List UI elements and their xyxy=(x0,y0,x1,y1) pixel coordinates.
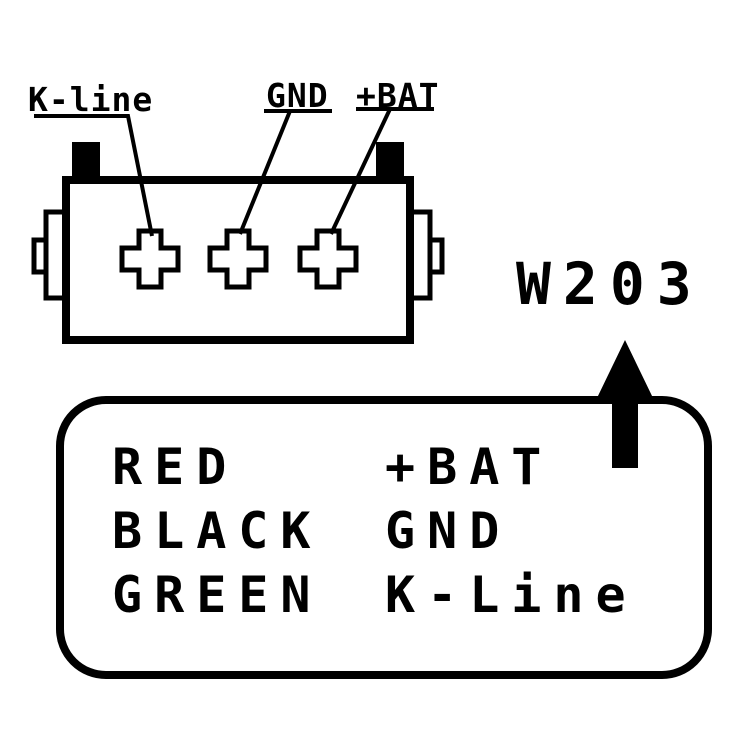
model-label: W203 xyxy=(516,250,704,318)
cross-pin-icon-2 xyxy=(207,228,269,290)
legend-signal: GND xyxy=(385,502,512,560)
legend-row-red: RED +BAT xyxy=(0,438,750,500)
pin-label-bat: +BAT xyxy=(356,76,440,115)
legend-wire-color: RED xyxy=(112,438,239,496)
leader-line-bat xyxy=(329,108,392,235)
pin-label-k-line: K-line xyxy=(28,80,154,119)
legend-signal: +BAT xyxy=(385,438,554,496)
legend-row-black: BLACK GND xyxy=(0,502,750,564)
legend-wire-color: BLACK xyxy=(112,502,323,560)
leader-line-k-line xyxy=(34,114,154,237)
legend-wire-color: GREEN xyxy=(112,566,323,624)
leader-line-gnd xyxy=(238,110,292,235)
cross-pin-icon-3 xyxy=(297,228,359,290)
pin-label-gnd: GND xyxy=(266,76,329,115)
legend-row-green: GREEN K-Line xyxy=(0,566,750,628)
legend-signal: K-Line xyxy=(385,566,638,624)
legend-box xyxy=(56,396,712,679)
cross-pin-icon-1 xyxy=(119,228,181,290)
